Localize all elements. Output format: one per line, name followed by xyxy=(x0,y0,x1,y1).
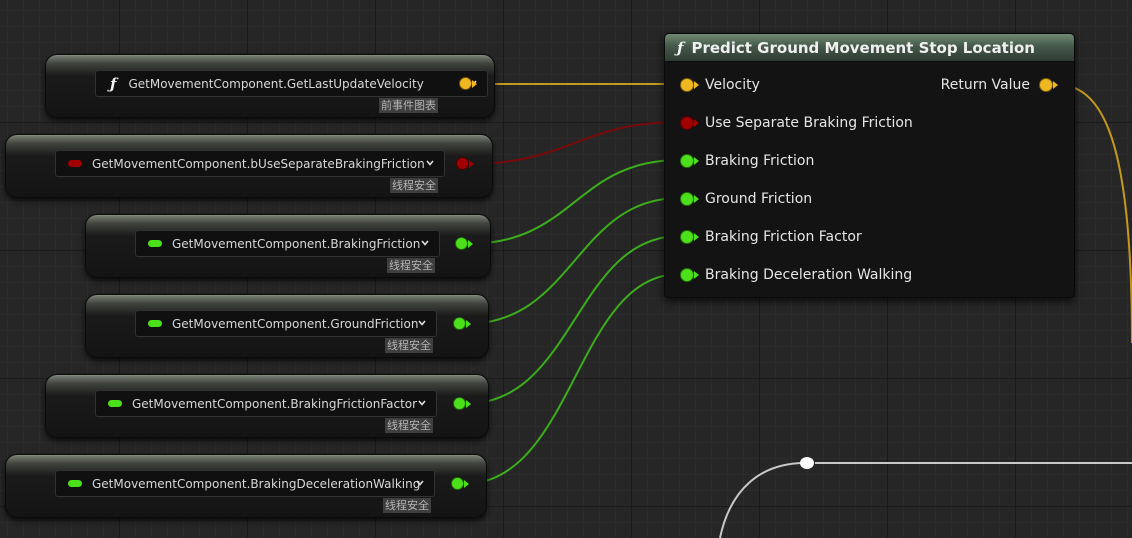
getter-label: GetMovementComponent.BrakingFriction xyxy=(172,236,421,251)
input-label: Braking Friction xyxy=(705,153,815,169)
chevron-down-icon[interactable] xyxy=(418,399,426,407)
function-node-predict-ground-movement-stop-location[interactable]: ƒ Predict Ground Movement Stop Location … xyxy=(664,33,1075,298)
reroute-knot[interactable] xyxy=(800,457,814,469)
getter-label: GetMovementComponent.GroundFriction xyxy=(172,316,419,331)
output-label: Return Value xyxy=(940,77,1030,93)
output-pin-return-value[interactable]: Return Value xyxy=(941,75,1060,95)
node-header[interactable]: ƒ Predict Ground Movement Stop Location xyxy=(665,34,1074,62)
input-pin-circle[interactable] xyxy=(680,268,694,282)
input-label: Braking Friction Factor xyxy=(705,229,862,245)
output-pin[interactable] xyxy=(456,157,469,170)
getter-node-b-use-separate-braking-friction[interactable]: GetMovementComponent.bUseSeparateBraking… xyxy=(5,134,493,198)
input-label: Ground Friction xyxy=(705,191,813,207)
getter-node-ground-friction[interactable]: GetMovementComponent.GroundFriction 线程安全 xyxy=(85,294,489,358)
getter-node-braking-deceleration-walking[interactable]: GetMovementComponent.BrakingDeceleration… xyxy=(5,454,487,518)
wire-ground-friction[interactable] xyxy=(464,197,681,325)
input-label: Use Separate Braking Friction xyxy=(705,115,913,131)
function-icon: ƒ xyxy=(110,74,117,93)
getter-combo[interactable]: GetMovementComponent.bUseSeparateBraking… xyxy=(55,150,445,177)
wire-braking-deceleration-walking[interactable] xyxy=(462,273,681,485)
pin-arrow-icon xyxy=(694,119,699,127)
node-title: Predict Ground Movement Stop Location xyxy=(691,38,1035,57)
input-pin-circle[interactable] xyxy=(680,192,694,206)
output-pin[interactable] xyxy=(459,77,472,90)
input-pin-velocity[interactable]: Velocity xyxy=(679,75,760,95)
input-pin-circle[interactable] xyxy=(680,230,694,244)
pin-arrow-icon xyxy=(694,81,699,89)
getter-combo[interactable]: ƒ GetMovementComponent.GetLastUpdateVelo… xyxy=(95,70,488,97)
input-pin-use-separate-braking-friction[interactable]: Use Separate Braking Friction xyxy=(679,113,913,133)
chevron-down-icon[interactable] xyxy=(421,239,429,247)
pin-arrow-icon xyxy=(469,160,474,168)
getter-sublabel: 线程安全 xyxy=(385,418,433,433)
getter-label: GetMovementComponent.BrakingFrictionFact… xyxy=(132,396,418,411)
pin-arrow-icon xyxy=(468,240,473,248)
float-pill-icon xyxy=(108,400,122,407)
getter-label: GetMovementComponent.GetLastUpdateVeloci… xyxy=(128,76,424,91)
getter-combo[interactable]: GetMovementComponent.GroundFriction xyxy=(135,310,437,337)
input-label: Braking Deceleration Walking xyxy=(705,267,913,283)
getter-node-braking-friction-factor[interactable]: GetMovementComponent.BrakingFrictionFact… xyxy=(45,374,489,438)
input-pin-braking-deceleration-walking[interactable]: Braking Deceleration Walking xyxy=(679,265,912,285)
pin-arrow-icon xyxy=(464,480,469,488)
pin-arrow-icon xyxy=(466,320,471,328)
getter-sublabel: 线程安全 xyxy=(383,498,431,513)
chevron-down-icon[interactable] xyxy=(416,479,424,487)
function-icon: ƒ xyxy=(677,38,684,57)
bool-pill-icon xyxy=(68,160,82,167)
getter-sublabel: 线程安全 xyxy=(390,178,438,193)
pin-arrow-icon xyxy=(694,271,699,279)
pin-arrow-icon xyxy=(694,157,699,165)
getter-label: GetMovementComponent.bUseSeparateBraking… xyxy=(92,156,425,171)
pin-arrow-icon xyxy=(466,400,471,408)
output-pin-circle[interactable] xyxy=(1039,78,1053,92)
chevron-down-icon[interactable] xyxy=(418,319,426,327)
input-pin-braking-friction[interactable]: Braking Friction xyxy=(679,151,814,171)
wire-use-separate-braking-friction[interactable] xyxy=(467,121,681,165)
getter-sublabel: 前事件图表 xyxy=(379,98,438,113)
getter-label: GetMovementComponent.BrakingDeceleration… xyxy=(92,476,421,491)
input-pin-braking-friction-factor[interactable]: Braking Friction Factor xyxy=(679,227,862,247)
output-pin[interactable] xyxy=(451,477,464,490)
getter-combo[interactable]: GetMovementComponent.BrakingFriction xyxy=(135,230,440,257)
output-pin[interactable] xyxy=(453,397,466,410)
getter-node-braking-friction[interactable]: GetMovementComponent.BrakingFriction 线程安… xyxy=(85,214,491,278)
getter-sublabel: 线程安全 xyxy=(387,258,435,273)
chevron-down-icon[interactable] xyxy=(426,159,434,167)
wire-braking-friction-factor[interactable] xyxy=(464,235,681,405)
float-pill-icon xyxy=(148,320,162,327)
input-pin-circle[interactable] xyxy=(680,78,694,92)
pin-arrow-icon xyxy=(694,195,699,203)
getter-sublabel: 线程安全 xyxy=(385,338,433,353)
getter-node-get-last-update-velocity[interactable]: ƒ GetMovementComponent.GetLastUpdateVelo… xyxy=(45,54,495,118)
wire-exec-knot-in[interactable] xyxy=(719,462,806,538)
getter-combo[interactable]: GetMovementComponent.BrakingDeceleration… xyxy=(55,470,435,497)
output-pin[interactable] xyxy=(455,237,468,250)
pin-arrow-icon xyxy=(472,80,477,88)
wire-braking-friction[interactable] xyxy=(466,159,681,245)
input-pin-ground-friction[interactable]: Ground Friction xyxy=(679,189,812,209)
float-pill-icon xyxy=(148,240,162,247)
input-label: Velocity xyxy=(705,77,760,93)
input-pin-circle[interactable] xyxy=(680,154,694,168)
output-pin[interactable] xyxy=(453,317,466,330)
pin-arrow-icon xyxy=(694,233,699,241)
input-pin-circle[interactable] xyxy=(680,116,694,130)
pin-arrow-icon xyxy=(1053,81,1058,89)
float-pill-icon xyxy=(68,480,82,487)
getter-combo[interactable]: GetMovementComponent.BrakingFrictionFact… xyxy=(95,390,437,417)
